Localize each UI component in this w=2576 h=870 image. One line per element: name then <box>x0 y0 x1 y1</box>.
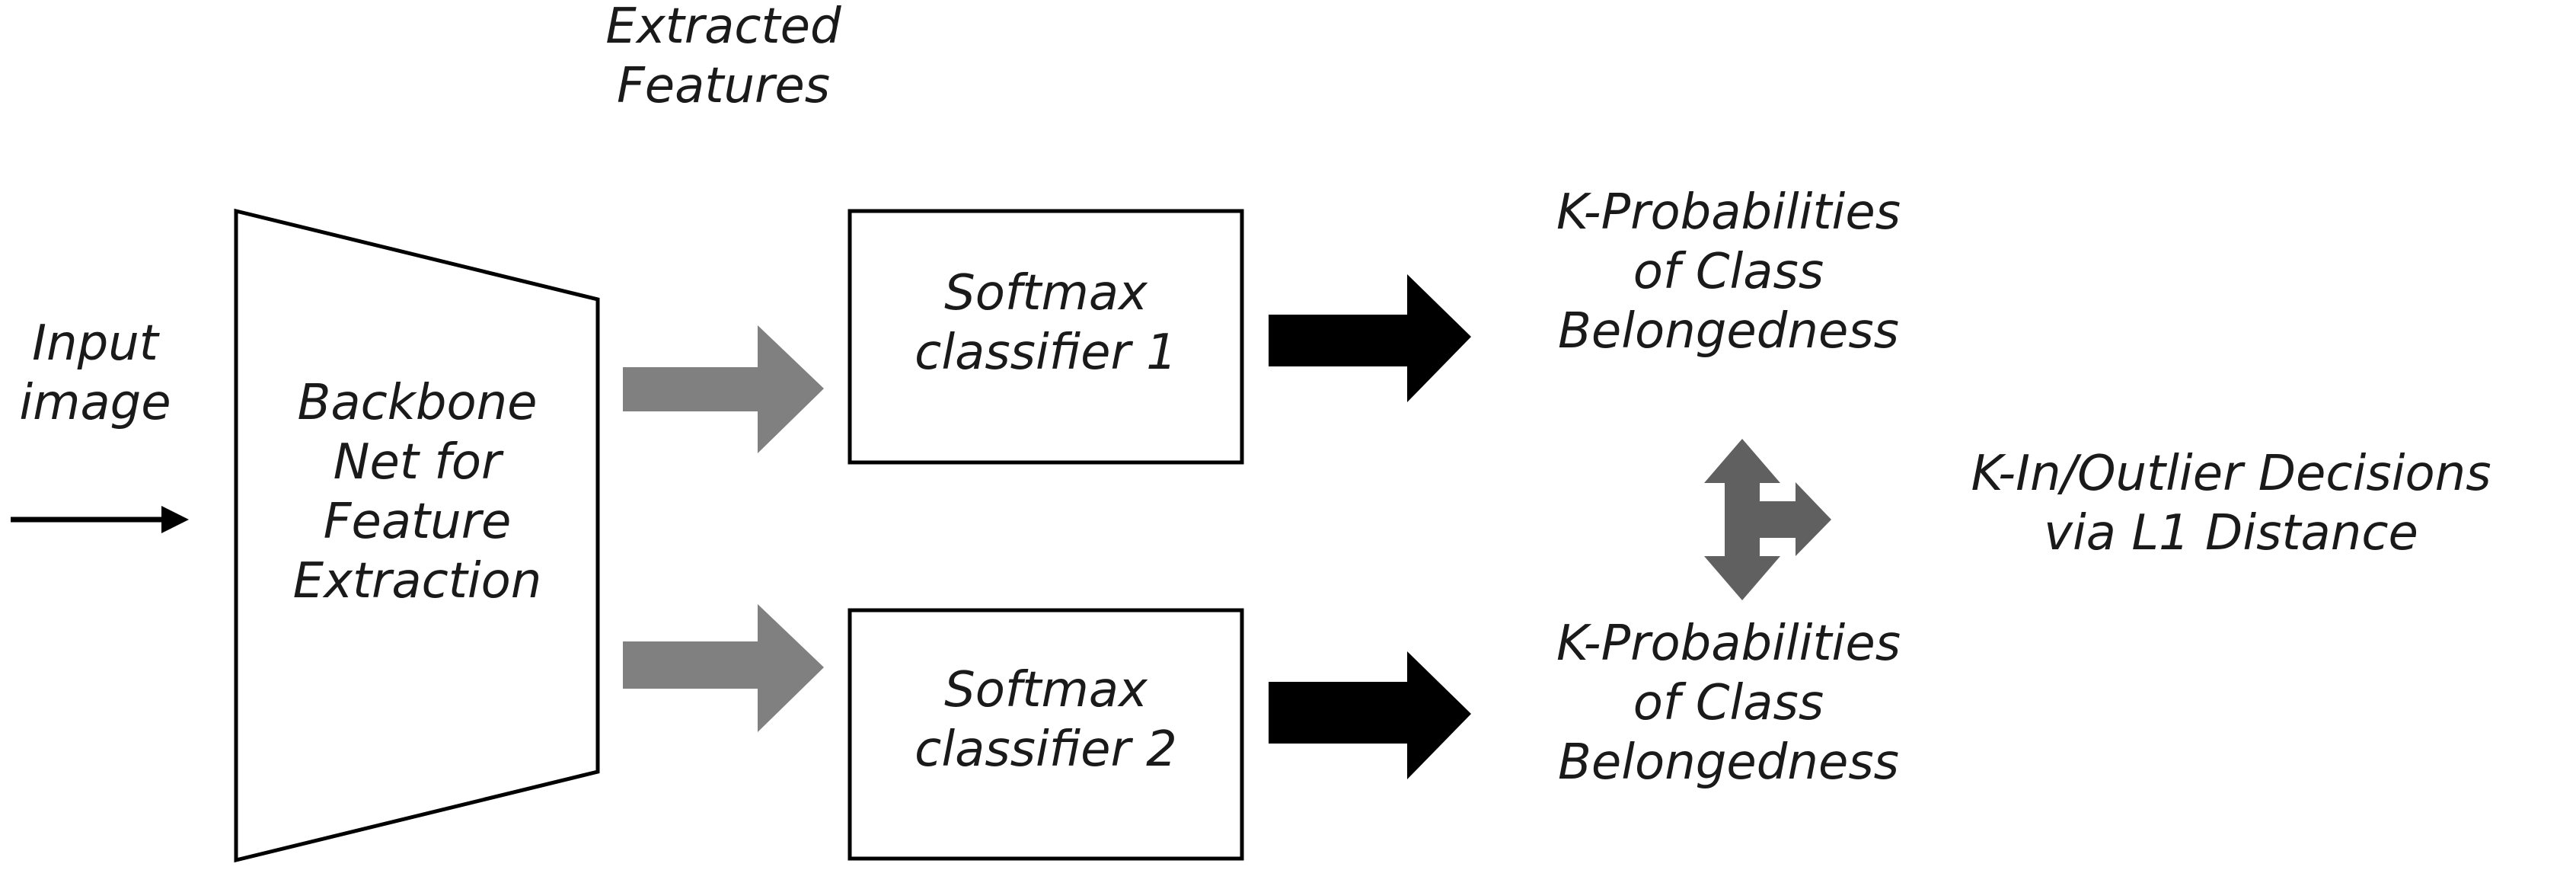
feature-arrow-1 <box>623 325 824 453</box>
classifier-1-box <box>847 209 1244 465</box>
probabilities-2-label: K-Probabilities of Class Belongedness <box>1556 616 1901 792</box>
input-arrow-head <box>161 506 189 533</box>
decision-label: K-In/Outlier Decisions via L1 Distance <box>1971 446 2491 562</box>
feature-arrow-2 <box>623 604 824 732</box>
decision-vertical-arrow <box>1704 439 1780 600</box>
decision-right-arrow <box>1760 482 1831 556</box>
output-arrow-2 <box>1269 651 1471 779</box>
extracted-features-label: Extracted Features <box>605 0 841 115</box>
classifier-1-label: Softmax classifier 1 <box>915 265 1177 382</box>
classifier-2-label: Softmax classifier 2 <box>915 662 1177 779</box>
probabilities-1-label: K-Probabilities of Class Belongedness <box>1556 184 1901 360</box>
output-arrow-1 <box>1269 274 1471 402</box>
backbone-trapezoid <box>234 208 600 863</box>
classifier-2-box <box>847 608 1244 861</box>
input-label: Input image <box>19 315 171 432</box>
backbone-label: Backbone Net for Feature Extraction <box>292 375 542 610</box>
